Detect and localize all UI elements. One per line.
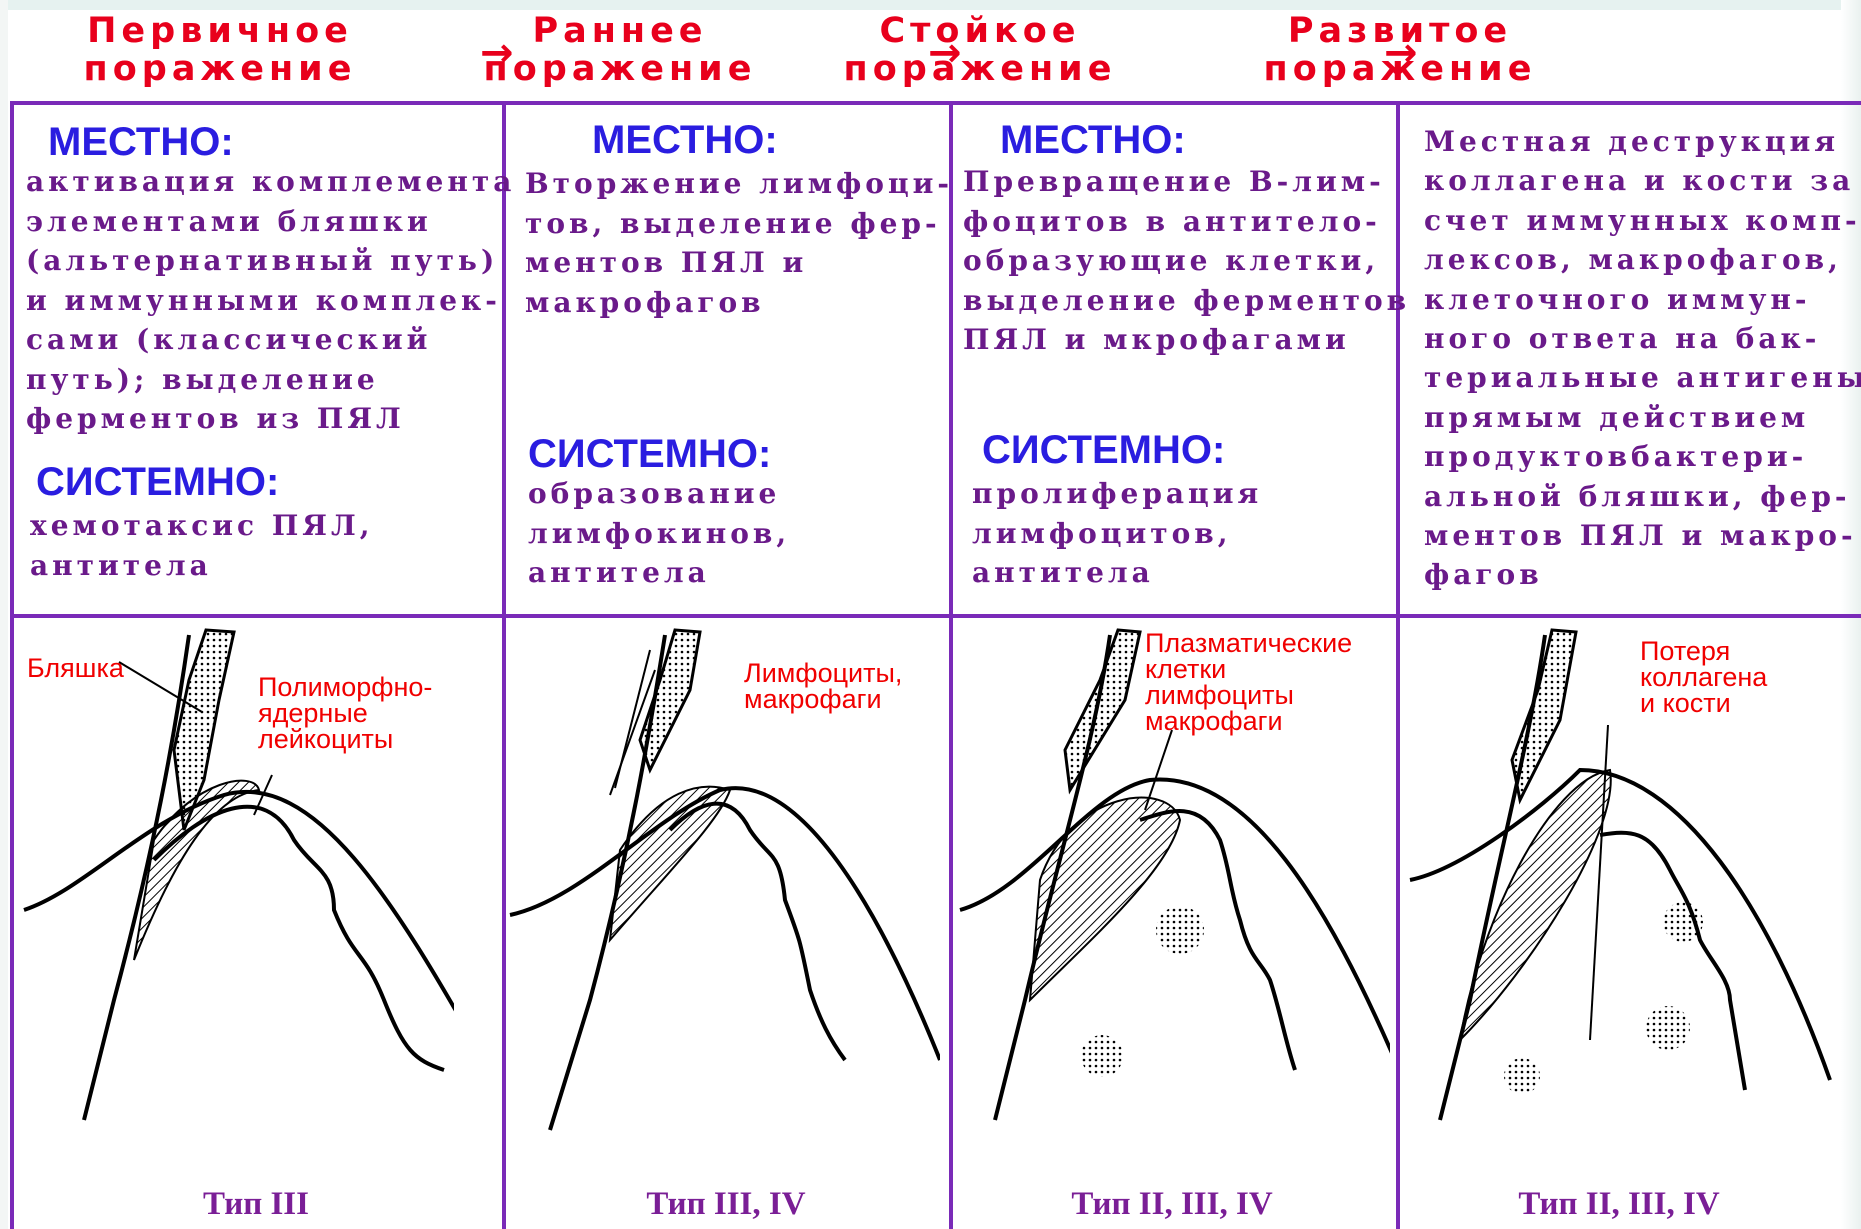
pmn-label: Полиморфно- ядерные лейкоциты bbox=[258, 674, 432, 752]
plaque-label: Бляшка bbox=[27, 655, 124, 681]
cell-cluster bbox=[1504, 1058, 1540, 1094]
systemic-description: пролиферация лимфоцитов, антитела bbox=[972, 474, 1262, 593]
plaque-band bbox=[1065, 630, 1140, 790]
arrow-icon: → bbox=[480, 30, 514, 76]
cell-cluster bbox=[1081, 1035, 1123, 1077]
cell-cluster bbox=[1663, 902, 1703, 942]
systemic-description: образование лимфокинов, антитела bbox=[528, 474, 790, 593]
local-heading: МЕСТНО: bbox=[1000, 118, 1186, 162]
reaction-type-label: Тип III bbox=[36, 1186, 476, 1223]
reaction-type-label: Тип II, III, IV bbox=[1399, 1186, 1839, 1223]
cell-cluster bbox=[1646, 1006, 1690, 1050]
tooth-outline bbox=[84, 635, 189, 1120]
local-heading: МЕСТНО: bbox=[592, 118, 778, 162]
bone-loss-label: Потеря коллагена и кости bbox=[1640, 638, 1767, 716]
local-description: активация комплемента элементами бляшки … bbox=[26, 162, 515, 439]
systemic-description: хемотаксис ПЯЛ, антитела bbox=[30, 506, 373, 585]
stage-title-established: Стойкое поражение bbox=[800, 12, 1160, 102]
pointer-line bbox=[1145, 730, 1172, 810]
gingiva-outline bbox=[510, 788, 940, 1060]
top-band bbox=[0, 0, 1861, 10]
epithelium-line bbox=[1600, 833, 1745, 1090]
gingiva-outline bbox=[24, 792, 454, 1060]
arrow-icon: → bbox=[928, 30, 962, 76]
systemic-heading: СИСТЕМНО: bbox=[36, 460, 279, 504]
local-description: Превращение В-лим- фоцитов в антитело- о… bbox=[963, 162, 1410, 360]
infiltrate bbox=[610, 787, 730, 940]
infiltrate bbox=[1030, 798, 1180, 1000]
arrow-icon: → bbox=[1384, 30, 1418, 76]
local-description: Вторжение лимфоци- тов, выделение фер- м… bbox=[525, 164, 953, 322]
advanced-description: Местная деструкция коллагена и кости за … bbox=[1424, 122, 1861, 595]
row-divider bbox=[10, 614, 1861, 618]
systemic-heading: СИСТЕМНО: bbox=[982, 428, 1225, 472]
pointer-line bbox=[615, 650, 650, 788]
plaque-band bbox=[1512, 630, 1576, 800]
left-band bbox=[0, 0, 8, 1229]
gingiva-outline bbox=[1410, 770, 1830, 1080]
plasma-cells-label: Плазматические клетки лимфоциты макрофаг… bbox=[1145, 630, 1352, 734]
cell-cluster bbox=[1156, 906, 1204, 954]
reaction-type-label: Тип III, IV bbox=[506, 1186, 946, 1223]
stage-title-primary: Первичное поражение bbox=[40, 12, 400, 102]
gingiva-sketch-advanced bbox=[1400, 620, 1840, 1180]
epithelium-line bbox=[154, 807, 444, 1070]
systemic-heading: СИСТЕМНО: bbox=[528, 432, 771, 476]
lymphocytes-label: Лимфоциты, макрофаги bbox=[744, 660, 902, 712]
reaction-type-label: Тип II, III, IV bbox=[952, 1186, 1392, 1223]
local-heading: МЕСТНО: bbox=[48, 120, 234, 164]
